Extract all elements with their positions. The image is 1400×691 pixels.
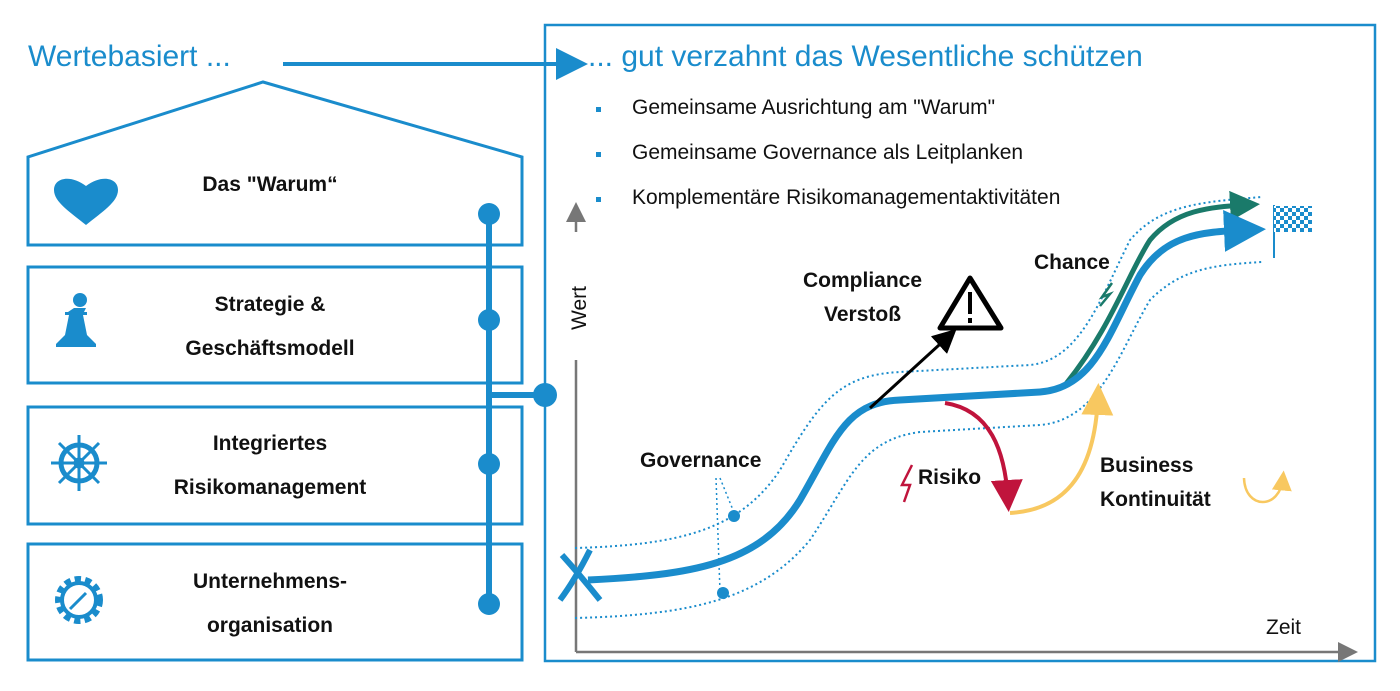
value-curve: [587, 209, 1266, 584]
chess-pawn-icon: [56, 293, 96, 347]
house-label: Unternehmens-: [192, 570, 348, 593]
bullet-marker: [596, 197, 601, 202]
x-axis-label: Zeit: [1266, 616, 1302, 639]
house-label: Strategie &: [214, 293, 326, 316]
bullet-text: Komplementäre Risikomanagementaktivitäte…: [632, 186, 1061, 209]
chance-lightning-icon: [1098, 282, 1114, 307]
gear-wrench-icon: [55, 576, 103, 624]
governance-lower-band: [574, 261, 1263, 619]
house-level-organisation: Unternehmens-organisation: [120, 560, 420, 648]
label-line: Kontinuität: [1100, 488, 1211, 511]
continuity-u-icon: [1242, 470, 1292, 504]
start-cross-icon: [557, 548, 603, 602]
lightning-icon: [899, 464, 914, 503]
y-axis-label: Wert: [568, 286, 591, 330]
bullet-text: Gemeinsame Governance als Leitplanken: [632, 141, 1024, 164]
risk-path: [944, 401, 1023, 512]
governance-upper-band: [574, 196, 1263, 549]
warning-icon: [937, 275, 1004, 331]
house-roof: [26, 80, 524, 247]
label-line: Business: [1100, 454, 1194, 477]
bullet-text: Gemeinsame Ausrichtung am "Warum": [632, 96, 996, 119]
house-level-why: Das "Warum“: [120, 163, 420, 207]
continuity-path: [1009, 383, 1114, 515]
right-frame: [543, 23, 1377, 663]
house-label: Geschäftsmodell: [185, 337, 355, 360]
house-label: Integriertes: [212, 432, 328, 455]
house-label: Risikomanagement: [173, 476, 367, 499]
label-line: Verstoß: [824, 303, 902, 326]
left-title: Wertebasiert ...: [28, 40, 231, 73]
chance-path: [1063, 190, 1260, 387]
house-label: organisation: [206, 614, 333, 637]
risk-label: Risiko: [918, 466, 982, 489]
right-title: ... gut verzahnt das Wesentliche schütze…: [588, 40, 1143, 73]
chance-label: Chance: [1034, 251, 1110, 274]
heart-icon: [54, 178, 118, 225]
finish-flag-icon: [1273, 205, 1312, 258]
house-label: Das "Warum“: [202, 173, 338, 196]
governance-label: Governance: [640, 449, 762, 472]
house-level-strategy: Strategie & Geschäftsmodell: [120, 283, 420, 371]
ship-wheel-icon: [51, 435, 107, 491]
bullet-marker: [596, 152, 601, 157]
bullet-marker: [596, 107, 601, 112]
label-line: Compliance: [803, 269, 923, 292]
